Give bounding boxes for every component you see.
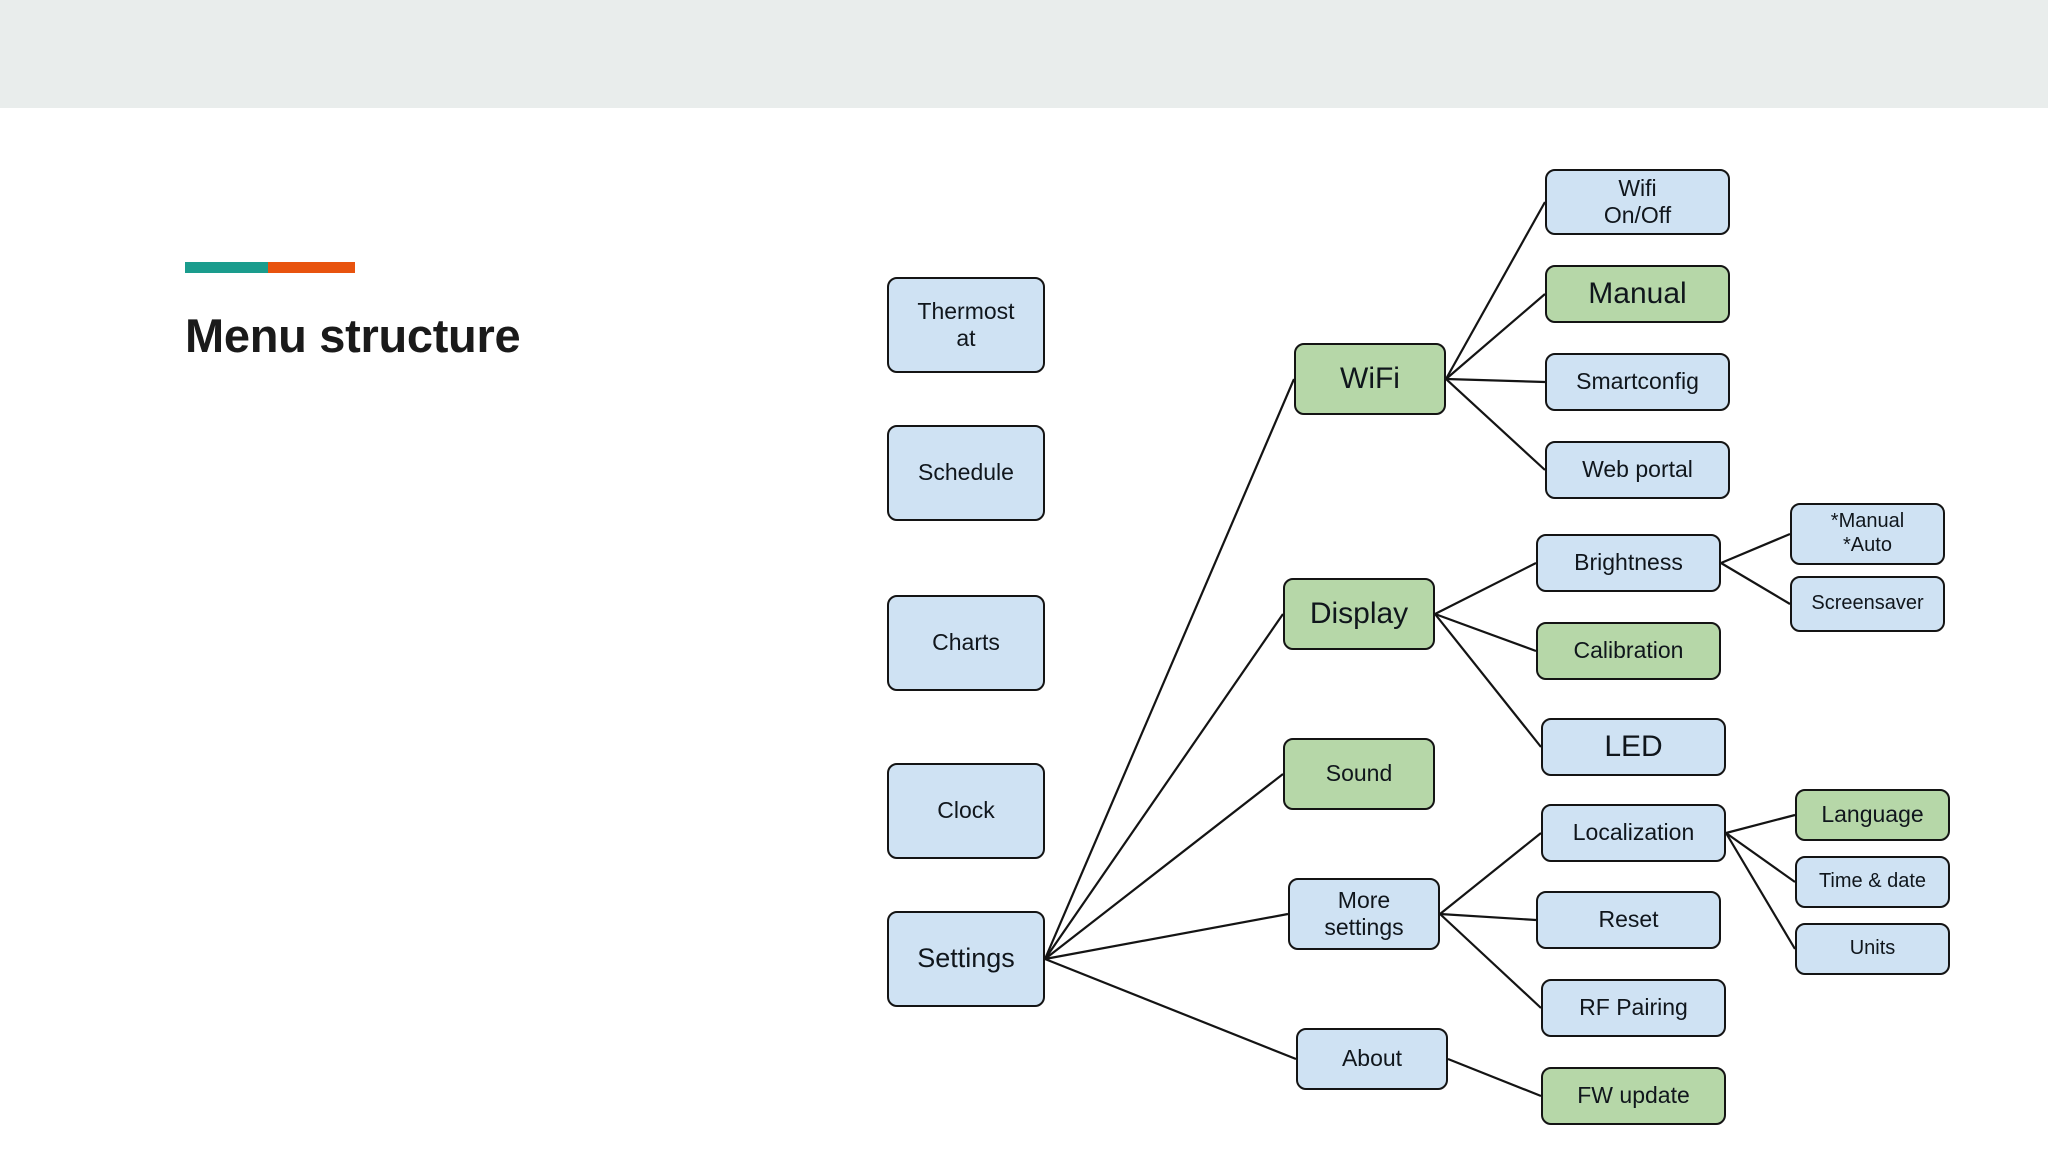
node-label: Units (1849, 937, 1896, 960)
node-label: More settings (1324, 886, 1404, 940)
node-clock[interactable]: Clock (887, 763, 1045, 859)
accent-bar (185, 262, 355, 273)
node-label: Display (1309, 597, 1409, 631)
node-label: About (1341, 1045, 1403, 1072)
node-label: Smartconfig (1576, 368, 1699, 395)
node-calibration[interactable]: Calibration (1536, 622, 1721, 680)
node-manual[interactable]: Manual (1545, 265, 1730, 323)
node-localization[interactable]: Localization (1541, 804, 1726, 862)
node-webportal[interactable]: Web portal (1545, 441, 1730, 499)
node-label: Screensaver (1811, 592, 1924, 615)
accent-bar-orange-segment (268, 262, 355, 273)
edge-localization-to-language (1725, 813, 1796, 835)
node-units[interactable]: Units (1795, 923, 1950, 975)
page-title: Menu structure (185, 309, 521, 362)
edge-brightness-to-brmanauto (1720, 532, 1791, 565)
node-label: Language (1821, 801, 1924, 828)
edge-localization-to-timedate (1725, 832, 1796, 883)
edge-wifi-to-wifionoff (1445, 201, 1546, 380)
edge-settings-to-sound (1044, 773, 1284, 960)
node-wifionoff[interactable]: Wifi On/Off (1545, 169, 1730, 235)
node-brmanauto[interactable]: *Manual *Auto (1790, 503, 1945, 565)
node-label: Reset (1598, 906, 1659, 933)
node-label: *Manual *Auto (1830, 510, 1905, 556)
edge-settings-to-display (1044, 613, 1284, 960)
node-label: RF Pairing (1579, 994, 1688, 1021)
edge-display-to-led (1434, 613, 1542, 748)
node-label: Web portal (1582, 456, 1693, 483)
edge-wifi-to-smartconfig (1445, 377, 1546, 384)
node-label: Clock (937, 797, 995, 824)
node-label: LED (1604, 730, 1663, 764)
node-label: Time & date (1818, 870, 1927, 893)
edge-more-to-rfpairing (1439, 913, 1542, 1009)
node-timedate[interactable]: Time & date (1795, 856, 1950, 908)
node-label: Sound (1325, 760, 1393, 787)
edge-wifi-to-manual (1445, 293, 1546, 380)
node-settings[interactable]: Settings (887, 911, 1045, 1007)
edge-settings-to-wifi (1043, 378, 1296, 960)
node-reset[interactable]: Reset (1536, 891, 1721, 949)
node-about[interactable]: About (1296, 1028, 1448, 1090)
edge-settings-to-more (1044, 912, 1289, 961)
edge-localization-to-units (1725, 832, 1796, 950)
node-smartconfig[interactable]: Smartconfig (1545, 353, 1730, 411)
node-label: Schedule (918, 459, 1014, 486)
node-language[interactable]: Language (1795, 789, 1950, 841)
slide-header-band (0, 0, 2048, 108)
node-display[interactable]: Display (1283, 578, 1435, 650)
node-brightness[interactable]: Brightness (1536, 534, 1721, 592)
node-label: Settings (917, 943, 1015, 974)
node-wifi[interactable]: WiFi (1294, 343, 1446, 415)
node-label: Thermost at (917, 297, 1015, 351)
node-label: Localization (1572, 819, 1695, 846)
edge-more-to-reset (1439, 912, 1537, 922)
edge-settings-to-about (1044, 957, 1297, 1061)
node-label: Wifi On/Off (1603, 174, 1672, 228)
node-charts[interactable]: Charts (887, 595, 1045, 691)
node-screensaver[interactable]: Screensaver (1790, 576, 1945, 632)
title-block: Menu structure (185, 262, 805, 362)
edge-brightness-to-screensaver (1720, 562, 1791, 605)
node-label: Manual (1588, 277, 1687, 311)
node-more[interactable]: More settings (1288, 878, 1440, 950)
node-label: Charts (932, 629, 1000, 656)
edge-about-to-fwupdate (1447, 1057, 1542, 1098)
node-led[interactable]: LED (1541, 718, 1726, 776)
accent-bar-teal-segment (185, 262, 268, 273)
node-sound[interactable]: Sound (1283, 738, 1435, 810)
node-rfpairing[interactable]: RF Pairing (1541, 979, 1726, 1037)
edge-wifi-to-webportal (1445, 378, 1546, 471)
node-label: FW update (1577, 1082, 1690, 1109)
node-label: WiFi (1340, 362, 1400, 396)
edge-display-to-brightness (1434, 562, 1537, 615)
node-label: Brightness (1574, 549, 1683, 576)
node-label: Calibration (1573, 637, 1684, 664)
edge-display-to-calibration (1434, 612, 1537, 653)
edge-more-to-localization (1439, 832, 1542, 915)
node-thermostat[interactable]: Thermost at (887, 277, 1045, 373)
node-schedule[interactable]: Schedule (887, 425, 1045, 521)
node-fwupdate[interactable]: FW update (1541, 1067, 1726, 1125)
